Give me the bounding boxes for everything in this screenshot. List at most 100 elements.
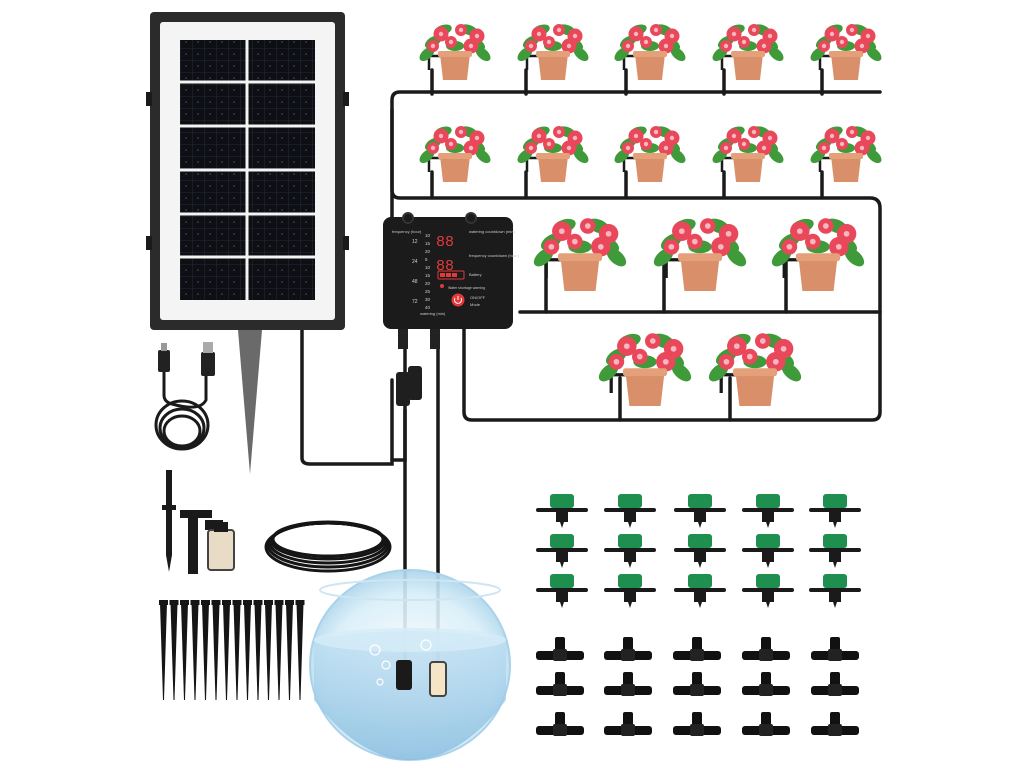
drip-emitter	[604, 494, 656, 528]
tee-connector	[536, 712, 584, 736]
drip-emitter	[536, 534, 588, 568]
planter-pot	[653, 218, 747, 291]
time-value: 25	[425, 289, 431, 294]
usb-cable	[154, 342, 215, 451]
tee-connector	[742, 637, 790, 661]
cable-connectors	[396, 366, 422, 406]
drip-emitter	[742, 534, 794, 568]
water-warning-led	[440, 284, 444, 288]
tee-connector	[673, 672, 721, 696]
ground-stakes	[159, 600, 305, 700]
drip-emitter	[742, 494, 794, 528]
ground-stake	[191, 603, 199, 700]
ground-stake	[296, 603, 304, 700]
time-value: 30	[425, 297, 431, 302]
planter-pot	[598, 333, 692, 406]
ground-stake	[212, 603, 220, 700]
ground-stake	[254, 603, 262, 700]
planter-pots	[419, 24, 882, 406]
tee-connector	[673, 637, 721, 661]
ground-stake	[265, 603, 272, 700]
drip-emitter	[536, 494, 588, 528]
label-onoff: ON/OFF	[470, 295, 486, 300]
label-freq-countdown: frequency countdown (hour)	[469, 253, 519, 258]
tee-connector	[811, 637, 859, 661]
tee-connector	[604, 637, 652, 661]
frequency-value: 12	[412, 239, 418, 245]
led-display-top: 88	[436, 234, 454, 251]
planter-pot	[517, 126, 589, 182]
frequency-values: 12 24 48 72	[412, 239, 418, 305]
tee-connector	[536, 637, 584, 661]
tee-connector	[604, 672, 652, 696]
tee-connector	[811, 672, 859, 696]
drip-emitter	[809, 534, 861, 568]
time-value: 15	[425, 241, 431, 246]
label-watering: watering (min)	[420, 311, 446, 316]
controller-box: frequency (hour) watering countdown (min…	[383, 212, 519, 349]
panel-ground-stake	[238, 330, 262, 474]
tee-connector	[536, 672, 584, 696]
label-countdown: watering countdown (min)	[469, 229, 515, 234]
time-value: 10	[425, 265, 431, 270]
ground-stake	[223, 603, 230, 700]
drip-emitter	[809, 494, 861, 528]
drip-emitters	[536, 494, 861, 608]
time-value: 5	[425, 257, 428, 262]
drip-emitter	[536, 574, 588, 608]
frequency-value: 72	[412, 299, 418, 305]
drip-emitter	[809, 574, 861, 608]
planter-pot	[614, 126, 686, 182]
time-value: 20	[425, 281, 431, 286]
planter-pot	[419, 24, 491, 80]
planter-pot	[614, 24, 686, 80]
time-value: 10	[425, 233, 431, 238]
planter-pot	[708, 333, 802, 406]
time-value: 40	[425, 305, 431, 310]
frequency-value: 24	[412, 259, 418, 265]
planter-pot	[712, 126, 784, 182]
tubing-coil	[264, 520, 392, 573]
tee-connector	[742, 712, 790, 736]
ground-stake	[160, 603, 167, 700]
ground-stake	[244, 603, 251, 700]
drip-emitter	[674, 534, 726, 568]
tee-connector	[673, 712, 721, 736]
ground-stake	[202, 603, 209, 700]
drip-emitter	[674, 494, 726, 528]
label-battery: Battery	[469, 272, 482, 277]
label-mode: Mode	[470, 302, 481, 307]
tee-connector	[811, 712, 859, 736]
water-bowl	[309, 569, 511, 761]
tee-connectors	[536, 637, 859, 736]
tee-connector	[742, 672, 790, 696]
planter-pot	[533, 218, 627, 291]
planter-pot	[771, 218, 865, 291]
battery-indicator	[437, 270, 465, 280]
ground-stake	[275, 603, 283, 700]
ground-stake	[233, 603, 241, 700]
time-values: 10 15 20 5 10 15 20 25 30 40	[425, 233, 431, 310]
ground-stake	[181, 603, 188, 700]
label-water-warning: Water shortage warning	[448, 286, 485, 290]
solar-panel	[146, 12, 349, 330]
planter-pot	[712, 24, 784, 80]
drip-emitter	[742, 574, 794, 608]
ground-stake	[286, 603, 293, 700]
time-value: 15	[425, 273, 431, 278]
planter-pot	[419, 126, 491, 182]
drip-emitter	[674, 574, 726, 608]
planter-pot	[810, 126, 882, 182]
drip-emitter	[604, 534, 656, 568]
led-display-bottom: 88	[436, 258, 454, 275]
planter-pot	[517, 24, 589, 80]
frequency-value: 48	[412, 279, 418, 285]
ground-stake	[170, 603, 178, 700]
time-value: 20	[425, 249, 431, 254]
accessories	[162, 470, 235, 574]
planter-pot	[810, 24, 882, 80]
drip-emitter	[604, 574, 656, 608]
label-frequency: frequency (hour)	[392, 229, 422, 234]
tee-connector	[604, 712, 652, 736]
